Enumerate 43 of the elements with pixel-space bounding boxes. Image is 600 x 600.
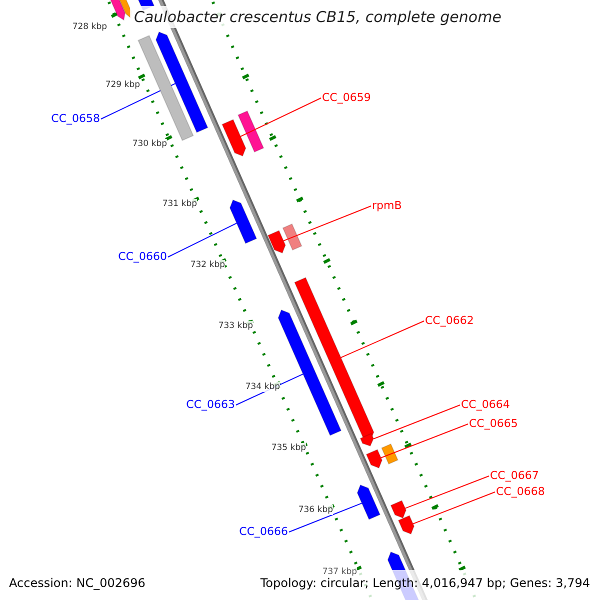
gene-block bbox=[360, 432, 374, 447]
scale-label: 732 kbp bbox=[190, 260, 225, 270]
gene-block bbox=[390, 500, 407, 519]
gene-label: CC_0668 bbox=[496, 485, 545, 498]
gene-label: CC_0667 bbox=[490, 469, 539, 482]
gene-block bbox=[356, 484, 381, 520]
scale-label: 729 kbp bbox=[105, 80, 140, 90]
gene-label: rpmB bbox=[372, 199, 402, 212]
accession-text: Accession: NC_002696 bbox=[9, 576, 146, 590]
gene-block bbox=[267, 230, 286, 254]
scale-label: 734 kbp bbox=[245, 382, 280, 392]
gene-label: CC_0663 bbox=[186, 398, 235, 411]
scale-label: 735 kbp bbox=[271, 443, 306, 453]
gene-label: CC_0665 bbox=[469, 417, 518, 430]
gene-block bbox=[222, 118, 246, 157]
leader-line bbox=[288, 502, 362, 532]
leader-line bbox=[404, 476, 490, 509]
scale-label: 737 kbp bbox=[322, 567, 357, 577]
leader-line bbox=[340, 320, 424, 358]
leader-line bbox=[240, 98, 322, 137]
scale-label: 731 kbp bbox=[162, 199, 197, 209]
gene-block bbox=[155, 31, 208, 134]
gene-block bbox=[278, 309, 342, 436]
gene-block bbox=[398, 514, 415, 535]
scale-label: 728 kbp bbox=[72, 22, 107, 32]
gene-block bbox=[366, 448, 383, 469]
gene-block bbox=[229, 199, 258, 244]
leader-line bbox=[168, 222, 238, 258]
gene-label: CC_0666 bbox=[239, 525, 288, 538]
genome-summary-text: Topology: circular; Length: 4,016,947 bp; Genes: 3,794 bbox=[260, 576, 590, 590]
gene-label: CC_0660 bbox=[118, 250, 167, 263]
scale-label: 733 kbp bbox=[218, 321, 253, 331]
scale-label: 736 kbp bbox=[298, 505, 333, 515]
scale-label: 730 kbp bbox=[132, 139, 167, 149]
leader-line bbox=[283, 206, 372, 242]
gene-label: CC_0659 bbox=[322, 91, 371, 104]
leader-line bbox=[380, 424, 468, 458]
leader-line bbox=[412, 492, 496, 524]
gene-label: CC_0658 bbox=[51, 112, 100, 125]
gene-label: CC_0662 bbox=[425, 314, 474, 327]
gene-block bbox=[138, 34, 194, 142]
gene-label: CC_0664 bbox=[461, 398, 510, 411]
leader-line bbox=[373, 404, 460, 440]
